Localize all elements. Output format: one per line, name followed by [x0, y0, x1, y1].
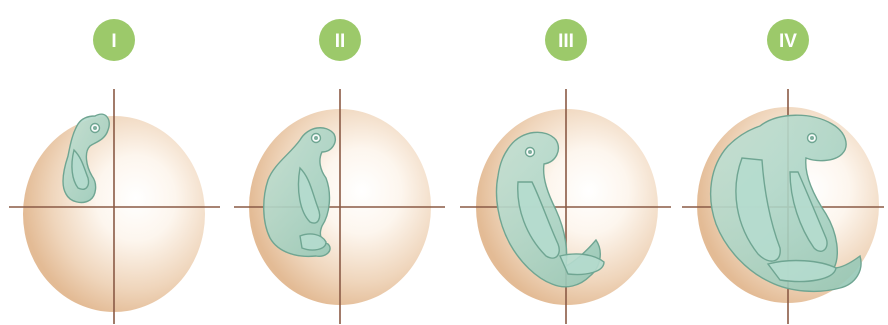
badge-label: IV: [779, 31, 797, 52]
stage-1: I: [9, 19, 220, 324]
stage-badge: III: [545, 19, 587, 61]
badge-label: III: [558, 31, 574, 52]
stage-4: IV: [682, 19, 884, 324]
stage-badge: II: [319, 19, 361, 61]
stage-badge: I: [93, 19, 135, 61]
badge-label: I: [111, 31, 116, 52]
badge-label: II: [335, 31, 346, 52]
stage-3: III: [460, 19, 671, 324]
stage-badge: IV: [767, 19, 809, 61]
stage-2: II: [234, 19, 445, 324]
